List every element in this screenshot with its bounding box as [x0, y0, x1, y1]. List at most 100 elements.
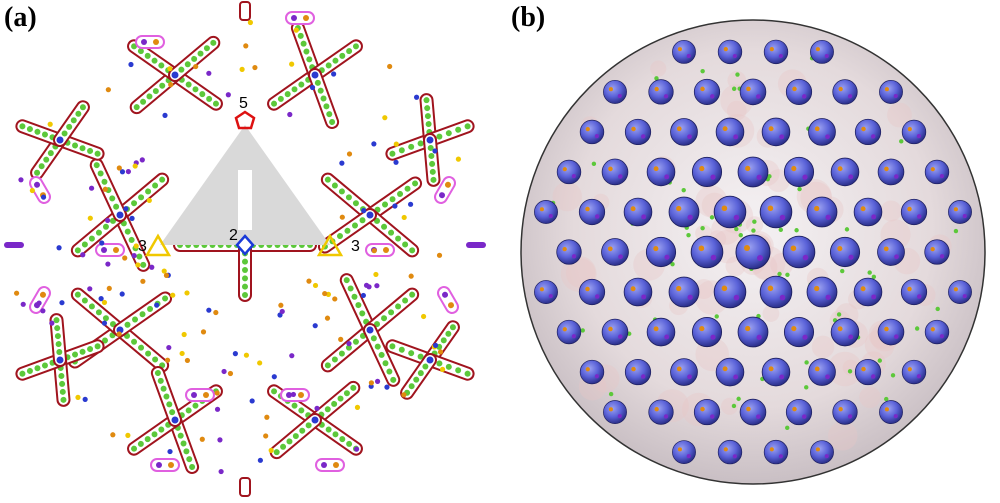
capsomer-body	[672, 40, 695, 63]
scatter-bead	[314, 406, 319, 411]
scatter-bead	[75, 395, 80, 400]
scatter-bead	[393, 160, 398, 165]
capsomer	[714, 196, 746, 228]
capsomer-body	[948, 280, 971, 303]
center-blue-bead	[367, 327, 374, 334]
left-axis-stub	[4, 242, 24, 248]
capsomer-orange-bead	[722, 286, 728, 292]
capsomer-purple-bead	[664, 334, 669, 339]
capsomer-body	[669, 197, 699, 227]
scatter-bead	[147, 198, 152, 203]
capsomer-body	[831, 318, 859, 346]
capsomer-orange-bead	[816, 47, 820, 51]
scatter-bead	[140, 157, 145, 162]
capsomer-orange-bead	[954, 287, 958, 291]
capsomer-body	[902, 360, 926, 384]
capsomer-purple-bead	[733, 134, 738, 139]
capsomer	[671, 118, 698, 145]
symmetry-map-diagram: 5 2 3 3	[0, 0, 490, 498]
capsomer-purple-bead	[917, 374, 921, 378]
capsomer-body	[855, 119, 880, 144]
capsomer-purple-bead	[710, 175, 715, 180]
capsomer-purple-bead	[779, 54, 783, 58]
purple-bead	[141, 39, 147, 45]
green-surface-bead	[837, 312, 841, 316]
capsomer-orange-bead	[791, 245, 797, 251]
capsule	[316, 459, 344, 471]
capsomer-orange-bead	[586, 367, 590, 371]
capsomer-body	[534, 280, 557, 303]
scatter-bead	[180, 351, 185, 356]
capsomer	[810, 441, 833, 464]
capsomer	[738, 157, 768, 187]
capsomer-purple-bead	[779, 134, 784, 139]
capsomer-purple-bead	[664, 174, 669, 179]
capsomer-orange-bead	[563, 327, 567, 331]
scatter-bead	[278, 303, 283, 308]
surface-patch	[812, 336, 835, 359]
capsomer	[691, 236, 723, 268]
capsomer-orange-bead	[655, 407, 659, 411]
center-blue-bead	[172, 72, 179, 79]
capsomer-purple-bead	[618, 94, 622, 98]
scatter-bead	[421, 314, 426, 319]
capsomer-body	[809, 359, 836, 386]
capsomer	[809, 359, 836, 386]
scatter-bead	[364, 283, 369, 288]
scatter-bead	[289, 353, 294, 358]
capsomer	[740, 79, 766, 105]
capsomer	[740, 399, 766, 425]
scatter-bead	[206, 71, 211, 76]
capsomer-orange-bead	[816, 447, 820, 451]
scatter-bead	[56, 245, 61, 250]
green-surface-bead	[878, 358, 882, 362]
capsomer	[879, 80, 902, 103]
scatter-bead	[129, 216, 134, 221]
scatter-bead	[392, 203, 397, 208]
scatter-bead	[339, 161, 344, 166]
capsomer-orange-bead	[699, 245, 705, 251]
surface-patch	[650, 61, 666, 77]
scatter-bead	[258, 458, 263, 463]
capsomer-body	[879, 80, 902, 103]
capsomer	[902, 360, 926, 384]
capsomer-orange-bead	[609, 407, 613, 411]
capsomer-orange-bead	[838, 166, 843, 171]
capsomer-purple-bead	[871, 214, 876, 219]
scatter-bead	[289, 62, 294, 67]
capsomer-purple-bead	[894, 94, 898, 98]
capsomer-body	[624, 198, 652, 226]
capsomer-purple-bead	[894, 254, 899, 259]
capsomer-orange-bead	[861, 367, 865, 371]
capsomer-purple-bead	[618, 334, 623, 339]
capsule-outline	[316, 459, 344, 471]
capsomer	[948, 200, 971, 223]
capsomer	[603, 80, 626, 103]
orange-bead	[168, 462, 174, 468]
capsomer	[602, 239, 629, 266]
threefold-left-label: 3	[138, 238, 147, 255]
capsomer-purple-bead	[734, 215, 740, 221]
capsomer-orange-bead	[746, 87, 751, 92]
capsomer	[810, 40, 833, 63]
capsomer-body	[901, 199, 926, 224]
capsomer-body	[669, 277, 699, 307]
capsomer-body	[762, 118, 790, 146]
capsomer-body	[649, 80, 674, 105]
scatter-bead	[354, 447, 359, 452]
capsomer-purple-bead	[756, 94, 761, 99]
capsule-outline	[28, 285, 52, 315]
capsule-outline	[136, 36, 164, 48]
scatter-bead	[117, 331, 122, 336]
orange-bead	[113, 247, 119, 253]
capsomer-orange-bead	[609, 87, 613, 91]
capsomer	[671, 359, 698, 386]
scatter-bead	[217, 437, 222, 442]
orange-bead	[298, 392, 304, 398]
scatter-bead	[140, 279, 145, 284]
green-surface-bead	[797, 187, 801, 191]
capsomer-purple-bead	[848, 414, 852, 418]
scatter-bead	[106, 87, 111, 92]
capsomer-purple-bead	[894, 174, 899, 179]
scatter-bead	[340, 215, 345, 220]
